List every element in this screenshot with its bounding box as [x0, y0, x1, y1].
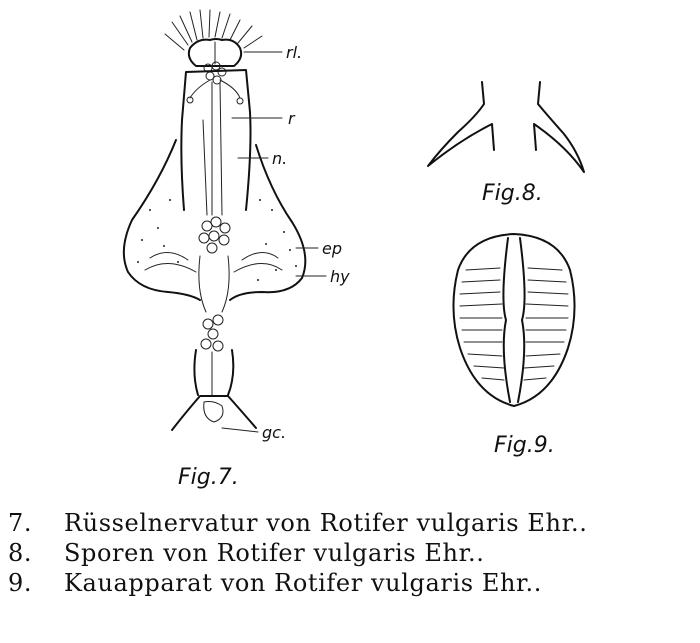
label-ep: ep [322, 239, 342, 258]
hypodermis-curve [144, 252, 283, 273]
lower-ganglion [200, 314, 224, 352]
caption-list: 7. Rüsselnervatur von Rotifer vulgaris Eh… [8, 508, 688, 598]
caption-text: Rüsselnervatur von Rotifer vulgaris Ehr.… [64, 509, 588, 537]
label-rl: rl. [286, 43, 302, 62]
caption-text: Sporen von Rotifer vulgaris Ehr.. [64, 539, 485, 567]
fig9-drawing: Fig.9. [452, 233, 576, 458]
fig7-drawing: rl. r n. ep hy gc. Fig.7. [122, 9, 350, 490]
caption-fig8: 8. Sporen von Rotifer vulgaris Ehr.. [8, 538, 688, 568]
hook-right [533, 81, 585, 173]
label-hy: hy [330, 267, 350, 286]
wheel-organ [187, 38, 243, 67]
fig8-drawing: Fig.8. [427, 81, 585, 206]
caption-fig9: 9. Kauapparat von Rotifer vulgaris Ehr.. [8, 568, 688, 598]
caption-text: Kauapparat von Rotifer vulgaris Ehr.. [64, 569, 542, 597]
middle-ganglion [198, 216, 231, 254]
trophi-outline [452, 233, 576, 407]
leader-line-gc [221, 427, 259, 433]
hook-left [427, 81, 495, 167]
fig9-label: Fig.9. [494, 433, 555, 458]
label-gc: gc. [262, 423, 286, 442]
label-n: n. [272, 149, 287, 168]
figure-plate: rl. r n. ep hy gc. Fig.7. Fig.8. Fig.9. [122, 9, 585, 490]
cilia-tuft [164, 9, 263, 51]
fig8-label: Fig.8. [482, 181, 543, 206]
trophi-ridges [459, 267, 569, 381]
caption-number: 9. [8, 569, 33, 597]
fig7-label: Fig.7. [178, 465, 239, 490]
caption-number: 8. [8, 539, 33, 567]
basal-ganglion [171, 395, 257, 431]
label-r: r [288, 109, 296, 128]
caption-fig7: 7. Rüsselnervatur von Rotifer vulgaris Eh… [8, 508, 688, 538]
proboscis-body [180, 69, 252, 211]
stipple [137, 199, 297, 281]
epidermis-outline [122, 139, 201, 301]
caption-number: 7. [8, 509, 33, 537]
